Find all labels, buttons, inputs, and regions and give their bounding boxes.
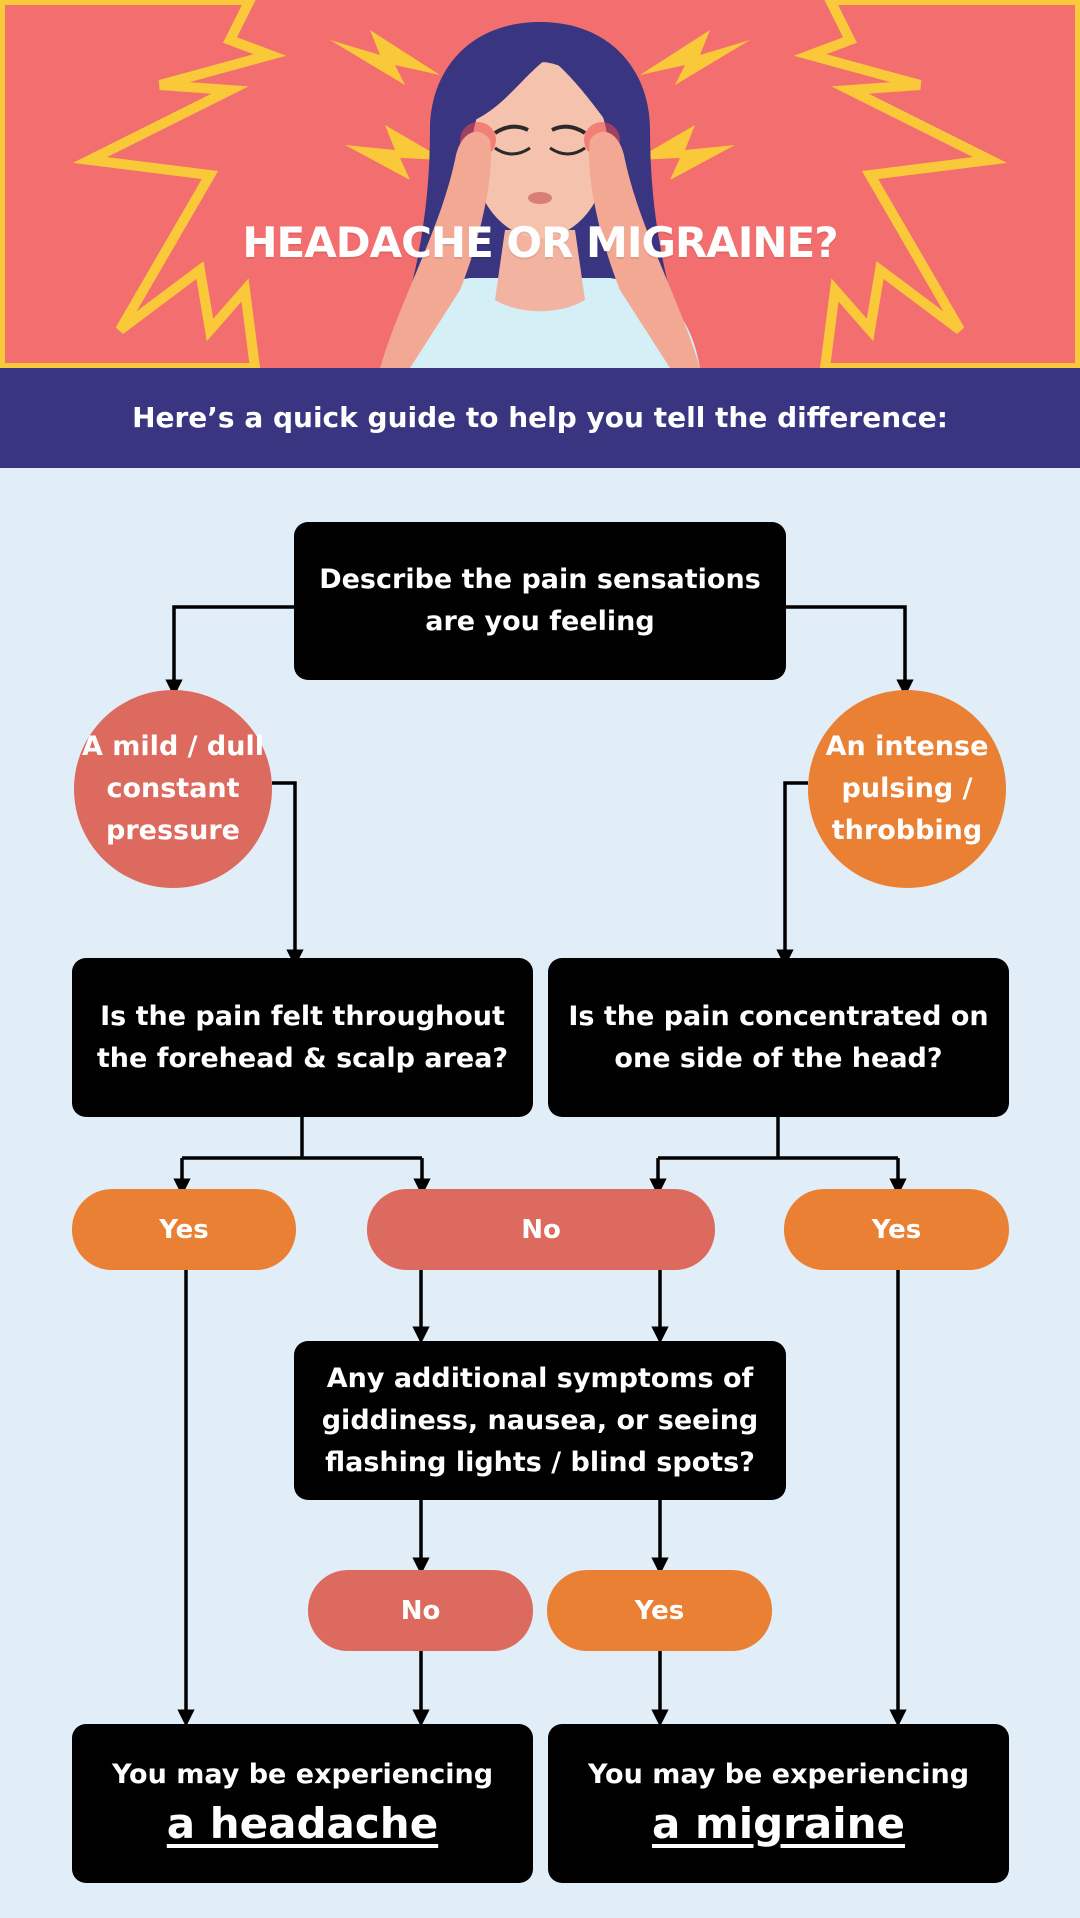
connector-start-intense [786, 605, 914, 697]
node-result-headache: You may be experiencing a headache [72, 1724, 533, 1883]
node-mild-label: A mild / dull constant pressure [82, 731, 264, 846]
lightning-icon [640, 30, 750, 85]
left-burst-icon [0, 0, 287, 368]
lightning-icon [345, 125, 445, 180]
node-q-forehead: Is the pain felt throughout the forehead… [72, 958, 533, 1117]
page-title: HEADACHE OR MIGRAINE? [242, 218, 838, 267]
connector-intense-oneside [776, 781, 808, 967]
connector-mild-forehead [272, 781, 304, 967]
node-q-symptoms-label: Any additional symptoms of giddiness, na… [321, 1362, 759, 1478]
shirt-shape [385, 278, 700, 368]
result-headache-prefix: You may be experiencing [111, 1758, 494, 1790]
result-migraine-prefix: You may be experiencing [587, 1758, 970, 1790]
node-no-mid: No [367, 1189, 715, 1270]
node-result-migraine: You may be experiencing a migraine [548, 1724, 1009, 1883]
result-headache-label: a headache [166, 1798, 439, 1848]
node-no-mid-label: No [521, 1214, 561, 1245]
hero-banner: HEADACHE OR MIGRAINE? [0, 0, 1080, 368]
node-q-oneside-label: Is the pain concentrated on one side of … [568, 1000, 989, 1074]
node-no-lower: No [308, 1570, 533, 1651]
hero-illustration [0, 0, 1080, 368]
node-start-label: Describe the pain sensations are you fee… [319, 564, 761, 637]
node-mild: A mild / dull constant pressure [74, 690, 272, 888]
node-intense-label: An intense pulsing / throbbing [825, 731, 989, 846]
node-yes-left-label: Yes [159, 1214, 209, 1245]
lightning-icon [330, 30, 440, 85]
node-yes-lower: Yes [547, 1570, 772, 1651]
node-yes-right: Yes [784, 1189, 1009, 1270]
node-yes-left: Yes [72, 1189, 296, 1270]
left-hand-shape [380, 131, 491, 368]
node-q-forehead-label: Is the pain felt throughout the forehead… [96, 1000, 509, 1074]
node-yes-right-label: Yes [871, 1214, 922, 1245]
subtitle-text: Here’s a quick guide to help you tell th… [132, 401, 948, 434]
node-start: Describe the pain sensations are you fee… [294, 522, 786, 680]
subtitle-band: Here’s a quick guide to help you tell th… [0, 368, 1080, 468]
result-migraine-label: a migraine [651, 1798, 906, 1848]
node-intense: An intense pulsing / throbbing [808, 690, 1006, 888]
node-no-lower-label: No [400, 1595, 441, 1626]
lightning-icon [635, 125, 735, 180]
face-shape [472, 62, 608, 238]
node-q-oneside: Is the pain concentrated on one side of … [548, 958, 1009, 1117]
right-hand-shape [589, 131, 700, 368]
node-q-symptoms: Any additional symptoms of giddiness, na… [294, 1341, 786, 1500]
node-yes-lower-label: Yes [634, 1595, 685, 1626]
right-burst-icon [793, 0, 1080, 368]
connector-start-mild [165, 605, 294, 697]
